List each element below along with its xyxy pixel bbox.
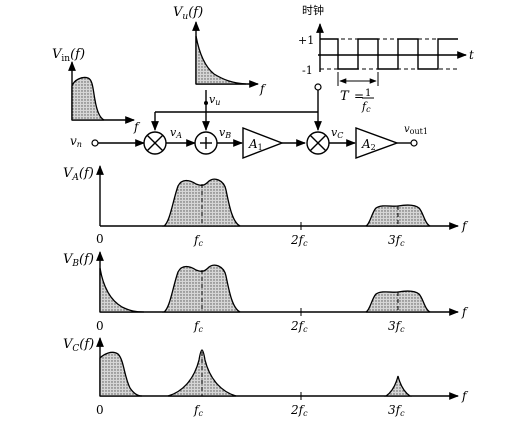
- amplifier-A1-label: A1: [248, 137, 263, 152]
- clock-t-label: t: [469, 48, 474, 62]
- input-spectrum-f-label: f: [133, 120, 141, 134]
- plot-VC-title: VC(f): [63, 337, 94, 354]
- modulation-spectrum-f-label: f: [259, 82, 267, 96]
- plot-VB-tick-fc: fc: [193, 319, 203, 334]
- plot-VC-tick-3fc: 3fc: [388, 403, 405, 418]
- vu-node: [204, 101, 208, 105]
- input-spectrum: Vin(f) f: [52, 47, 141, 134]
- clock-period-denominator: fc: [361, 100, 371, 114]
- output-terminal: [410, 139, 418, 147]
- spectrum-plot-VA: VA(f) 0 fc 2fc 3fc f: [63, 165, 469, 248]
- amplifier-A2-label: A2: [361, 137, 376, 152]
- amplifier-A1: [242, 126, 284, 160]
- clock-period-equals: =: [354, 89, 364, 103]
- clock-waveform: 时钟 t +1 -1 T = 1 fc: [298, 3, 474, 114]
- plot-VB-band-fc: [161, 264, 241, 313]
- spectrum-plot-VC: VC(f) 0 fc 2fc 3fc f: [63, 337, 469, 418]
- amplifier-A2: [355, 126, 400, 160]
- output-label: vout1: [404, 124, 428, 136]
- clock-label: 时钟: [302, 3, 324, 17]
- clock-minus-one: -1: [302, 64, 313, 77]
- clock-period-T: T: [340, 89, 350, 104]
- vB-label: vB: [219, 126, 231, 140]
- plot-VA-tick-3fc: 3fc: [388, 233, 405, 248]
- plot-VC-baseband: [99, 351, 143, 397]
- plot-VC-tick-fc: fc: [193, 403, 203, 418]
- input-vn-label: vn: [70, 134, 82, 149]
- vu-label: vu: [209, 93, 220, 107]
- plot-VB-tick-2fc: 2fc: [290, 319, 308, 334]
- plot-VA-tick-fc: fc: [193, 233, 203, 248]
- modulation-spectrum-shape: [195, 35, 247, 85]
- modulation-spectrum: Vu(f) f: [173, 5, 267, 96]
- plot-VB-f-label: f: [461, 305, 469, 319]
- plot-VB-tick-0: 0: [96, 319, 104, 333]
- modulation-spectrum-title: Vu(f): [173, 5, 203, 22]
- plot-VC-tick-2fc: 2fc: [290, 403, 308, 418]
- plot-VA-title: VA(f): [63, 166, 94, 183]
- clock-square-wave: [320, 38, 458, 70]
- block-diagram: vn vA vB vu A1: [70, 83, 428, 160]
- clock-period-numerator: 1: [365, 88, 371, 99]
- mixer-1: [143, 131, 167, 155]
- plot-VB-baseband: [99, 267, 145, 313]
- plot-VA-f-label: f: [461, 219, 469, 233]
- plot-VB-tick-3fc: 3fc: [388, 319, 405, 334]
- plot-VB-title: VB(f): [63, 252, 94, 269]
- mixer-2: [306, 131, 330, 155]
- spectrum-plot-VB: VB(f) 0 fc 2fc 3fc f: [63, 251, 469, 334]
- clock-terminal: [314, 83, 322, 91]
- clock-plus-one: +1: [298, 34, 314, 47]
- input-spectrum-shape: [71, 76, 105, 121]
- plot-VC-peak-3fc: [383, 375, 413, 397]
- input-terminal: [91, 139, 99, 147]
- plot-VC-tick-0: 0: [96, 403, 104, 417]
- plot-VA-tick-0: 0: [96, 232, 104, 246]
- vA-label: vA: [170, 126, 182, 140]
- input-spectrum-title: Vin(f): [52, 47, 85, 64]
- plot-VA-tick-2fc: 2fc: [290, 233, 308, 248]
- vC-label: vC: [331, 126, 343, 140]
- adder: [194, 131, 218, 155]
- plot-VA-band-fc: [161, 178, 241, 227]
- plot-VC-f-label: f: [461, 389, 469, 403]
